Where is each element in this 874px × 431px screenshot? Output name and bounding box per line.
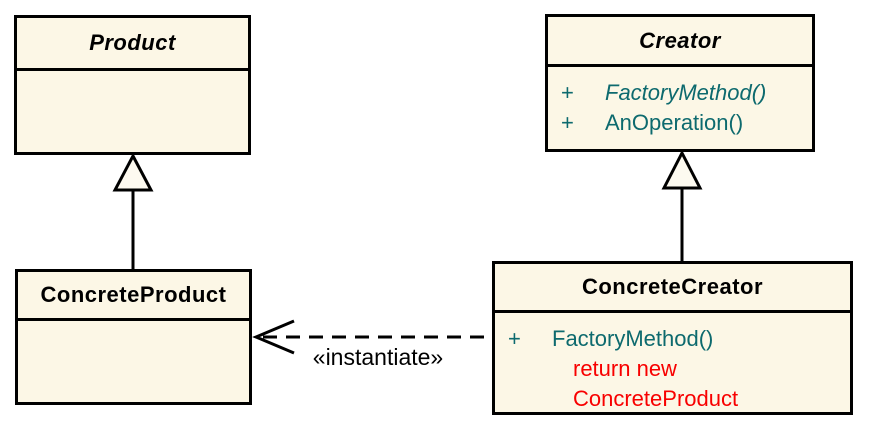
method-visibility: +	[561, 80, 574, 105]
instantiate-arrowhead-icon	[252, 319, 295, 355]
class-box-creator: Creator + FactoryMethod() + AnOperation(…	[545, 14, 815, 152]
inheritance-triangle-product-icon	[112, 152, 154, 192]
method-note-line: ConcreteProduct	[573, 386, 739, 411]
method-anoperation: + AnOperation()	[561, 108, 812, 138]
method-factorymethod: + FactoryMethod()	[508, 324, 850, 354]
method-name: FactoryMethod()	[605, 80, 767, 105]
class-box-product: Product	[14, 15, 251, 155]
class-name-concrete-creator: ConcreteCreator	[495, 264, 850, 313]
class-body-concrete-creator: + FactoryMethod() return new ConcretePro…	[495, 313, 850, 414]
method-factorymethod: + FactoryMethod()	[561, 78, 812, 108]
class-body-product	[17, 71, 248, 82]
inheritance-triangle-creator-icon	[661, 149, 703, 190]
class-name-creator: Creator	[548, 17, 812, 67]
class-box-concrete-product: ConcreteProduct	[15, 269, 252, 405]
class-name-concrete-product: ConcreteProduct	[18, 272, 249, 321]
instantiate-edge-label: «instantiate»	[312, 344, 444, 370]
class-body-concrete-product	[18, 321, 249, 332]
class-name-product: Product	[17, 18, 248, 71]
method-name: AnOperation()	[605, 110, 744, 135]
method-visibility: +	[561, 110, 574, 135]
method-name: FactoryMethod()	[552, 326, 714, 351]
class-box-concrete-creator: ConcreteCreator + FactoryMethod() return…	[492, 261, 853, 415]
class-body-creator: + FactoryMethod() + AnOperation()	[548, 67, 812, 138]
method-visibility: +	[508, 326, 521, 351]
method-note-line: return new	[573, 356, 677, 381]
